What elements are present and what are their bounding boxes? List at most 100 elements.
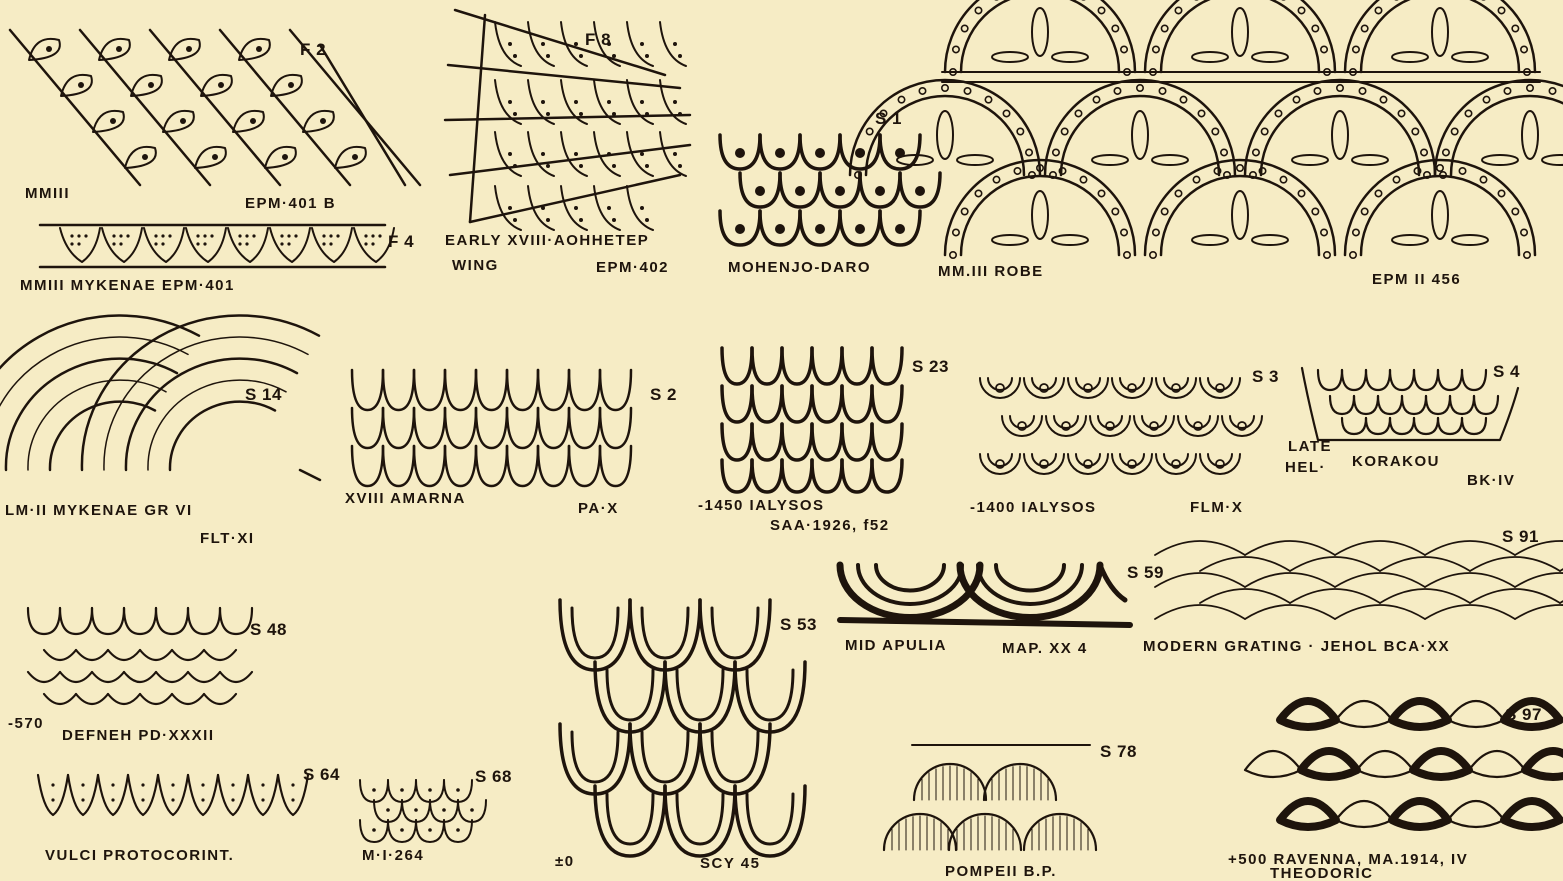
pattern-dot xyxy=(81,798,84,801)
pattern-dot xyxy=(678,54,682,58)
s78-code-label: S 78 xyxy=(1100,742,1137,761)
pattern-dot xyxy=(322,234,325,237)
f8-code-label: F 8 xyxy=(585,30,611,49)
pattern-dot xyxy=(51,783,54,786)
pattern-dot xyxy=(364,234,367,237)
pattern-dot xyxy=(895,224,905,234)
s23-code-label: S 23 xyxy=(912,357,949,376)
pattern-dot xyxy=(875,186,885,196)
pattern-dot xyxy=(508,42,512,46)
s4-code-label: S 4 xyxy=(1493,362,1520,381)
pattern-dot xyxy=(428,788,432,792)
pattern-dot xyxy=(112,234,115,237)
pattern-dot xyxy=(640,152,644,156)
pattern-dot xyxy=(673,42,677,46)
pattern-dot xyxy=(141,783,144,786)
pattern-dot xyxy=(322,242,325,245)
pattern-dot xyxy=(414,808,418,812)
pattern-dot xyxy=(119,234,122,237)
s64-caption: VULCI PROTOCORINT. xyxy=(45,847,234,864)
pattern-dot xyxy=(378,234,381,237)
pattern-dot xyxy=(546,218,550,222)
pattern-dot xyxy=(250,118,256,124)
f8-caption-period: EARLY XVIII·AOHHETEP xyxy=(445,232,649,249)
pattern-dot xyxy=(110,118,116,124)
s64-code-label: S 64 xyxy=(303,765,340,784)
pattern-dot xyxy=(372,828,376,832)
pattern-dot xyxy=(372,788,376,792)
pattern-dot xyxy=(119,242,122,245)
pattern-dot xyxy=(294,234,297,237)
pattern-dot xyxy=(541,152,545,156)
s4-caption-late: LATE xyxy=(1288,438,1332,455)
pattern-dot xyxy=(508,100,512,104)
pattern-dot xyxy=(252,234,255,237)
s14-code-label: S 14 xyxy=(245,385,282,404)
f4-caption: MMIII MYKENAE EPM·401 xyxy=(20,277,235,294)
pattern-dot xyxy=(186,46,192,52)
pattern-dot xyxy=(607,100,611,104)
pattern-dot xyxy=(288,82,294,88)
pattern-dot xyxy=(574,206,578,210)
pattern-dot xyxy=(320,118,326,124)
s59-caption-site: MID APULIA xyxy=(845,637,947,654)
s48-code-label: S 48 xyxy=(250,620,287,639)
pattern-dot xyxy=(371,234,374,237)
pattern-dot xyxy=(196,242,199,245)
pattern-dot xyxy=(775,224,785,234)
pattern-dot xyxy=(855,224,865,234)
pattern-dot xyxy=(352,154,358,160)
f2-caption-ref: EPM·401 B xyxy=(245,195,336,212)
pattern-dot xyxy=(212,154,218,160)
pattern-dot xyxy=(218,82,224,88)
pattern-dot xyxy=(70,234,73,237)
pattern-dot xyxy=(77,242,80,245)
pattern-dot xyxy=(371,242,374,245)
pattern-dot xyxy=(329,234,332,237)
pattern-dot xyxy=(607,206,611,210)
s91-code-label: S 91 xyxy=(1502,527,1539,546)
s59-caption-ref: MAP. XX 4 xyxy=(1002,640,1088,657)
pattern-dot xyxy=(238,242,241,245)
robe-caption-period: MM.III ROBE xyxy=(938,263,1044,280)
pattern-dot xyxy=(141,798,144,801)
pattern-dot xyxy=(161,242,164,245)
pattern-dot xyxy=(77,234,80,237)
f8-caption-object: WING xyxy=(452,257,499,274)
pattern-dot xyxy=(513,54,517,58)
pattern-dot xyxy=(78,82,84,88)
s4-caption-hel: HEL· xyxy=(1285,459,1326,476)
pattern-dot xyxy=(51,798,54,801)
pattern-dot xyxy=(280,234,283,237)
f2-caption-period: MMIII xyxy=(25,185,70,202)
pattern-dot xyxy=(513,218,517,222)
pattern-dot xyxy=(111,783,114,786)
pattern-dot xyxy=(84,234,87,237)
pattern-dot xyxy=(442,808,446,812)
pattern-dot xyxy=(795,186,805,196)
s1-caption: MOHENJO-DARO xyxy=(728,259,871,276)
pattern-dot xyxy=(364,242,367,245)
pattern-dot xyxy=(579,164,583,168)
s91-caption: MODERN GRATING · JEHOL BCA·XX xyxy=(1143,638,1450,655)
pattern-dot xyxy=(261,798,264,801)
pattern-dot xyxy=(835,186,845,196)
pattern-dot xyxy=(171,798,174,801)
pattern-dot xyxy=(280,242,283,245)
pattern-dot xyxy=(291,798,294,801)
s4-caption-ref: BK·IV xyxy=(1467,472,1515,489)
s2-code-label: S 2 xyxy=(650,385,677,404)
pattern-dot xyxy=(508,206,512,210)
s68-caption: M·I·264 xyxy=(362,847,424,864)
s4-caption-site: KORAKOU xyxy=(1352,453,1440,470)
pattern-dot xyxy=(541,206,545,210)
pattern-dot xyxy=(574,42,578,46)
pattern-dot xyxy=(386,808,390,812)
s53-caption-ref: SCY 45 xyxy=(700,855,760,872)
pattern-dot xyxy=(81,783,84,786)
pattern-dot xyxy=(148,82,154,88)
pattern-dot xyxy=(579,112,583,116)
pattern-dot xyxy=(126,234,129,237)
pattern-dot xyxy=(546,54,550,58)
